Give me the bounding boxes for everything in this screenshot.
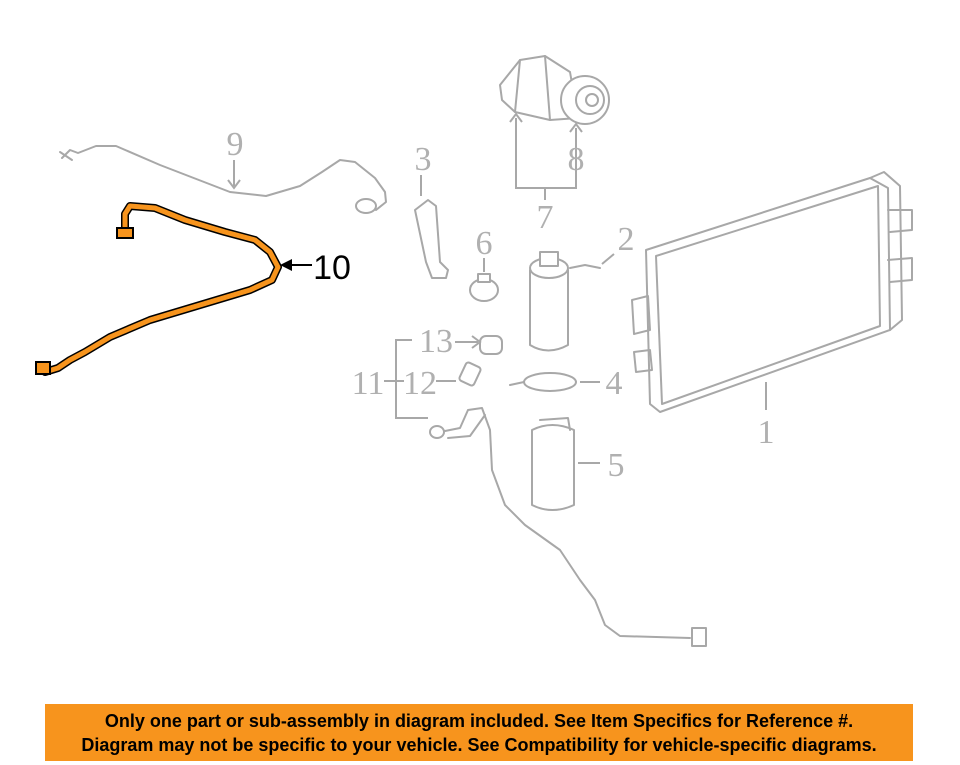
part-1-condenser bbox=[631, 171, 913, 413]
callout-1: 1 bbox=[758, 414, 775, 451]
part-13-cap bbox=[455, 335, 503, 355]
parts-diagram: 9 10 3 8 7 6 2 13 11 12 4 1 5 bbox=[35, 55, 913, 647]
part-6-fitting bbox=[469, 258, 499, 302]
callout-7: 7 bbox=[537, 199, 554, 236]
callout-13: 13 bbox=[419, 323, 453, 360]
disclaimer-banner: Only one part or sub-assembly in diagram… bbox=[45, 704, 913, 761]
part-10-hose bbox=[35, 202, 312, 376]
disclaimer-line-1: Only one part or sub-assembly in diagram… bbox=[104, 710, 854, 731]
callout-4: 4 bbox=[606, 365, 623, 402]
part-5-desiccant bbox=[531, 417, 600, 511]
callout-5: 5 bbox=[608, 447, 625, 484]
callout-11: 11 bbox=[352, 365, 385, 402]
callout-8: 8 bbox=[568, 141, 585, 178]
callout-9: 9 bbox=[227, 126, 244, 163]
part-9-hose bbox=[59, 145, 387, 214]
callout-10: 10 bbox=[313, 249, 351, 287]
part-3-bracket bbox=[414, 175, 449, 279]
disclaimer-line-2: Diagram may not be specific to your vehi… bbox=[81, 734, 877, 755]
part-12-valve bbox=[436, 361, 482, 387]
part-8-compressor bbox=[499, 55, 610, 200]
callout-12: 12 bbox=[403, 365, 437, 402]
callout-2: 2 bbox=[618, 221, 635, 258]
callout-3: 3 bbox=[415, 141, 432, 178]
part-2-drier bbox=[529, 251, 615, 352]
part-11-hose bbox=[384, 339, 707, 647]
part-4-clamp bbox=[509, 372, 600, 392]
callout-6: 6 bbox=[476, 225, 493, 262]
